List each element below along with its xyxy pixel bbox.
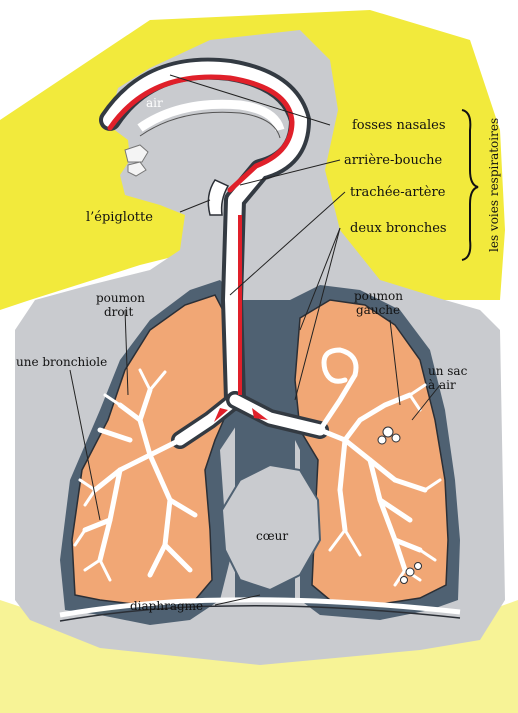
label-voies-respiratoires: les voies respiratoires	[487, 118, 501, 252]
label-fosses-nasales: fosses nasales	[352, 118, 446, 133]
label-bronchiole: une bronchiole	[16, 355, 107, 369]
label-sac-air-1: un sac	[428, 364, 468, 378]
label-diaphragme: diaphragme	[130, 599, 203, 613]
label-air: air	[146, 96, 163, 110]
label-poumon-droit-1: poumon	[96, 291, 145, 305]
label-sac-air-2: à air	[428, 378, 456, 392]
label-deux-bronches: deux bronches	[350, 221, 447, 236]
label-poumon-droit-2: droit	[104, 305, 133, 319]
label-trachee-artere: trachée-artère	[350, 185, 446, 200]
label-poumon-gauche-2: gauche	[356, 303, 400, 317]
label-epiglotte: l’épiglotte	[86, 210, 153, 225]
label-poumon-gauche-1: poumon	[354, 289, 403, 303]
label-arriere-bouche: arrière-bouche	[344, 153, 443, 168]
label-coeur: cœur	[256, 529, 288, 543]
